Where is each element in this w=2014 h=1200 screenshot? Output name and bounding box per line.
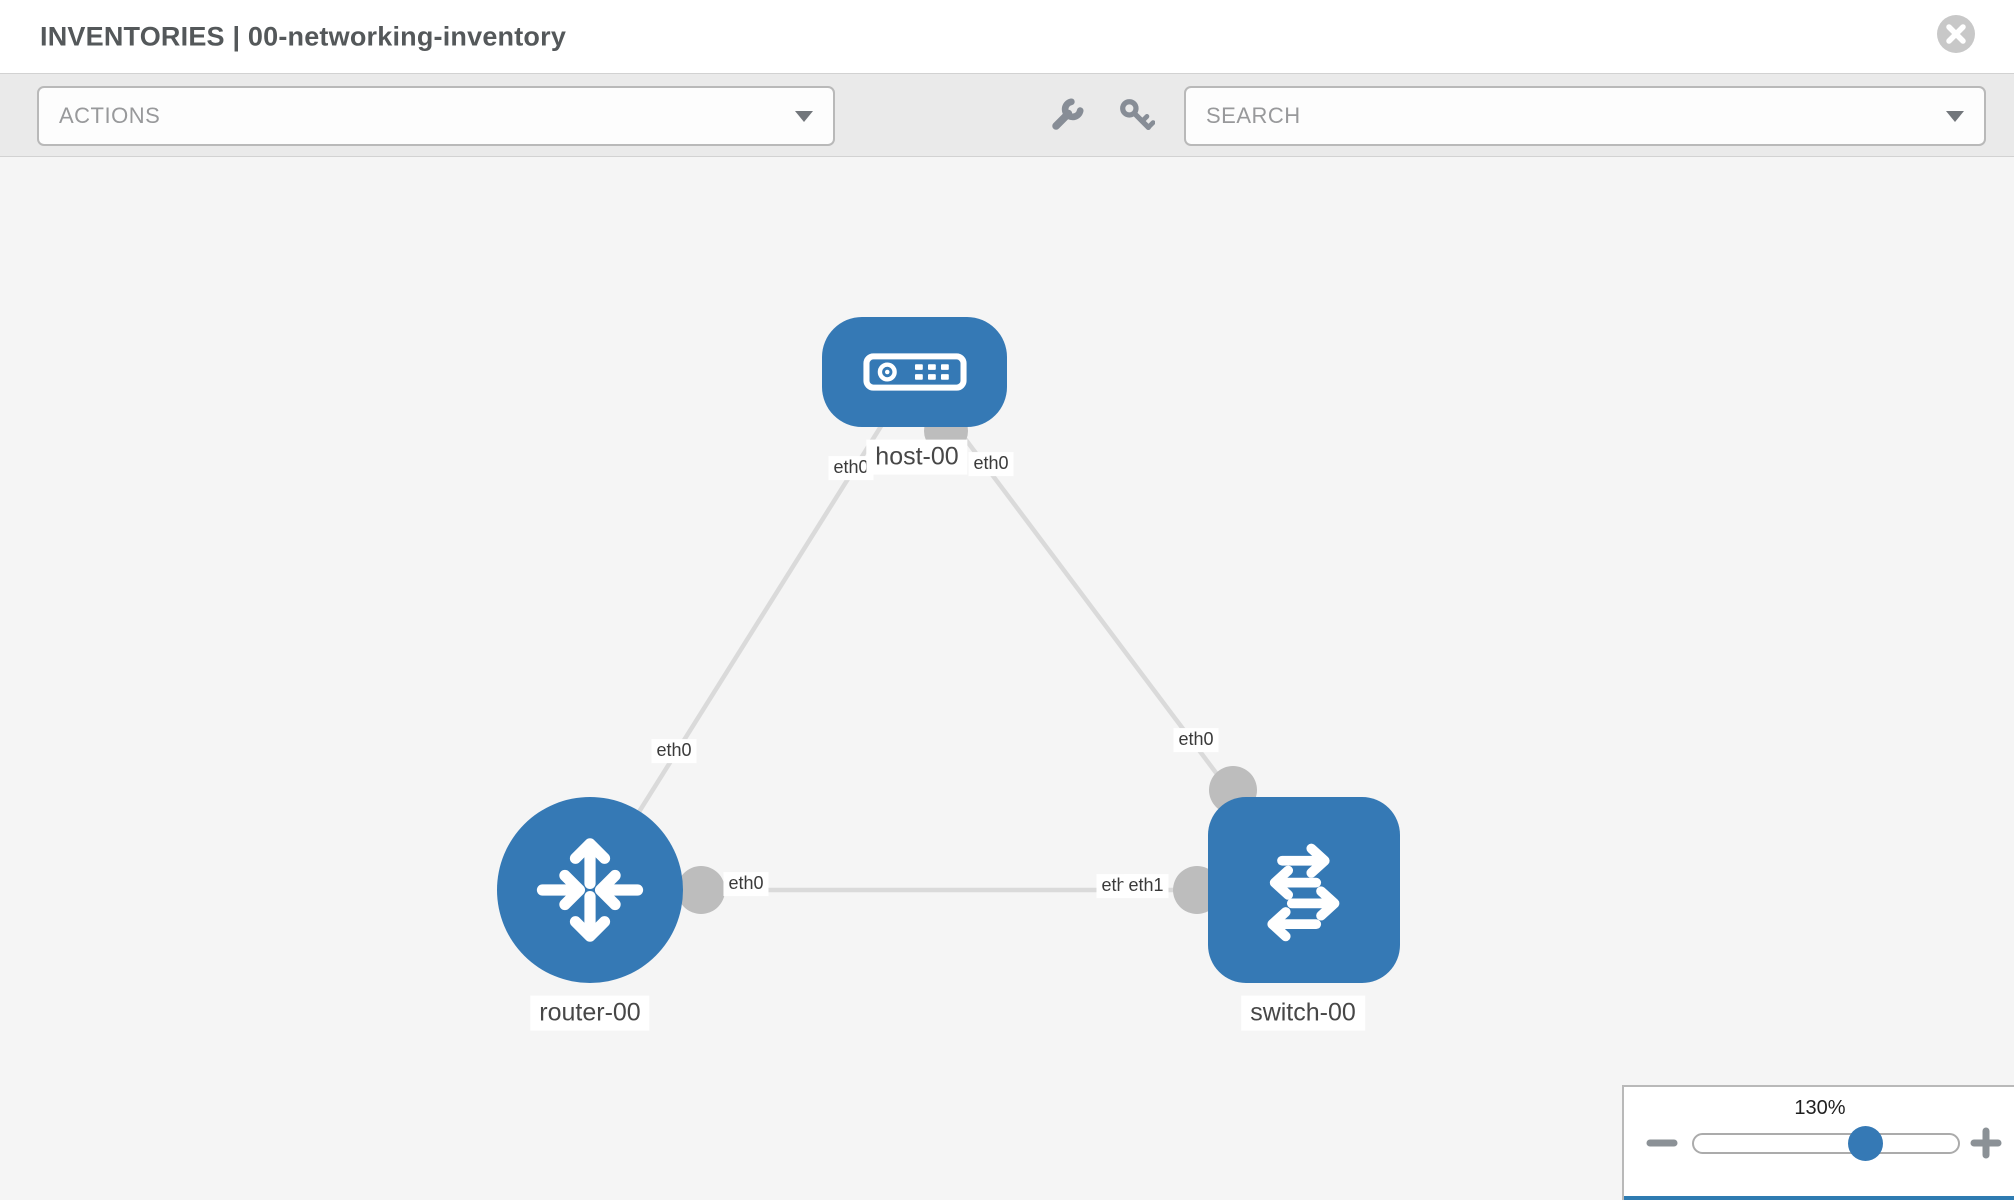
interface-label: eth0	[1173, 728, 1219, 752]
toolbar: ACTIONS SEARCH	[0, 74, 2014, 157]
key-icon	[1120, 99, 1156, 130]
page-title: INVENTORIES | 00-networking-inventory	[40, 21, 567, 51]
topology-canvas[interactable]	[0, 157, 2014, 1200]
switch-icon	[1267, 843, 1340, 942]
chevron-down-icon	[1946, 110, 1964, 122]
header: INVENTORIES | 00-networking-inventory	[0, 0, 2014, 74]
chevron-down-icon	[795, 110, 813, 122]
interface-label: eth0	[828, 456, 874, 480]
router-icon	[536, 838, 644, 942]
node-label-host: host-00	[866, 439, 968, 475]
zoom-slider-knob[interactable]	[1848, 1126, 1883, 1161]
interface-label: eth1	[1123, 874, 1169, 898]
node-switch-00[interactable]	[1208, 797, 1400, 983]
zoom-out-button[interactable]	[1646, 1127, 1678, 1159]
plus-icon	[1970, 1127, 2002, 1159]
zoom-level: 130%	[1794, 1097, 1846, 1119]
interface-label: eth0	[723, 872, 769, 896]
zoom-in-button[interactable]	[1970, 1127, 2002, 1159]
minus-icon	[1646, 1139, 1678, 1147]
search-dropdown-label: SEARCH	[1206, 103, 1301, 128]
configure-button[interactable]	[1048, 96, 1086, 134]
wrench-icon	[1052, 98, 1084, 130]
node-router-00[interactable]	[497, 797, 683, 983]
zoom-panel: 130%	[1622, 1085, 2014, 1200]
node-label-switch: switch-00	[1241, 995, 1365, 1031]
interface-port	[677, 866, 725, 914]
node-label-router: router-00	[530, 995, 650, 1031]
node-host-00[interactable]	[822, 317, 1007, 427]
zoom-slider[interactable]	[1692, 1133, 1960, 1154]
actions-dropdown-label: ACTIONS	[59, 103, 161, 128]
key-button[interactable]	[1117, 96, 1156, 134]
close-button[interactable]	[1937, 15, 1975, 53]
close-icon	[1946, 24, 1966, 44]
host-icon	[862, 353, 967, 391]
interface-label: eth0	[968, 452, 1014, 476]
interface-label: eth0	[651, 739, 697, 763]
search-dropdown[interactable]: SEARCH	[1184, 86, 1986, 146]
panel-accent-bar	[1624, 1196, 2014, 1200]
actions-dropdown[interactable]: ACTIONS	[37, 86, 835, 146]
